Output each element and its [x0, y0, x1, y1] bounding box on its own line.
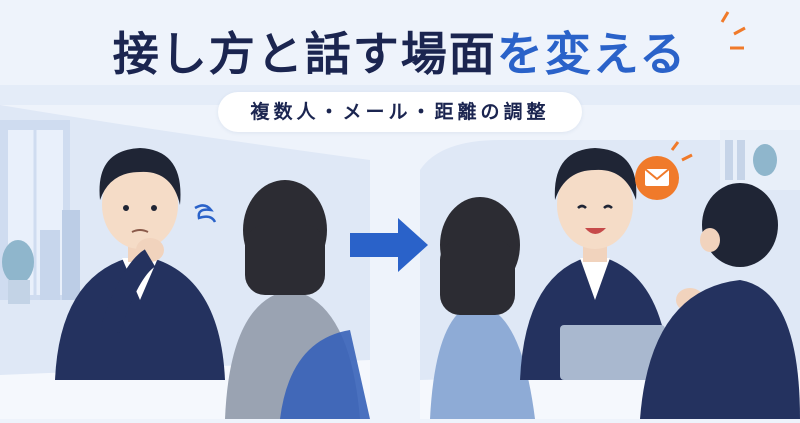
title-main: 接し方と話す場面: [112, 27, 497, 81]
mail-icon: [635, 156, 679, 200]
woman-right: [430, 197, 535, 419]
title-accent: を変える: [496, 27, 688, 81]
left-scene: [0, 105, 370, 419]
arrow-right-icon: [350, 218, 428, 272]
smiling-man: [520, 148, 704, 380]
right-scene: [420, 130, 800, 419]
sweat-swirl-icon: [194, 204, 217, 223]
worried-man: [55, 148, 225, 380]
page-title: 接し方と話す場面を変える: [0, 18, 800, 84]
man-back-right: [640, 183, 800, 419]
title-sparkle-icon: [720, 11, 746, 50]
subtitle-pill: 複数人・メール・距離の調整: [218, 92, 582, 132]
sparkle-icon: [670, 141, 693, 162]
